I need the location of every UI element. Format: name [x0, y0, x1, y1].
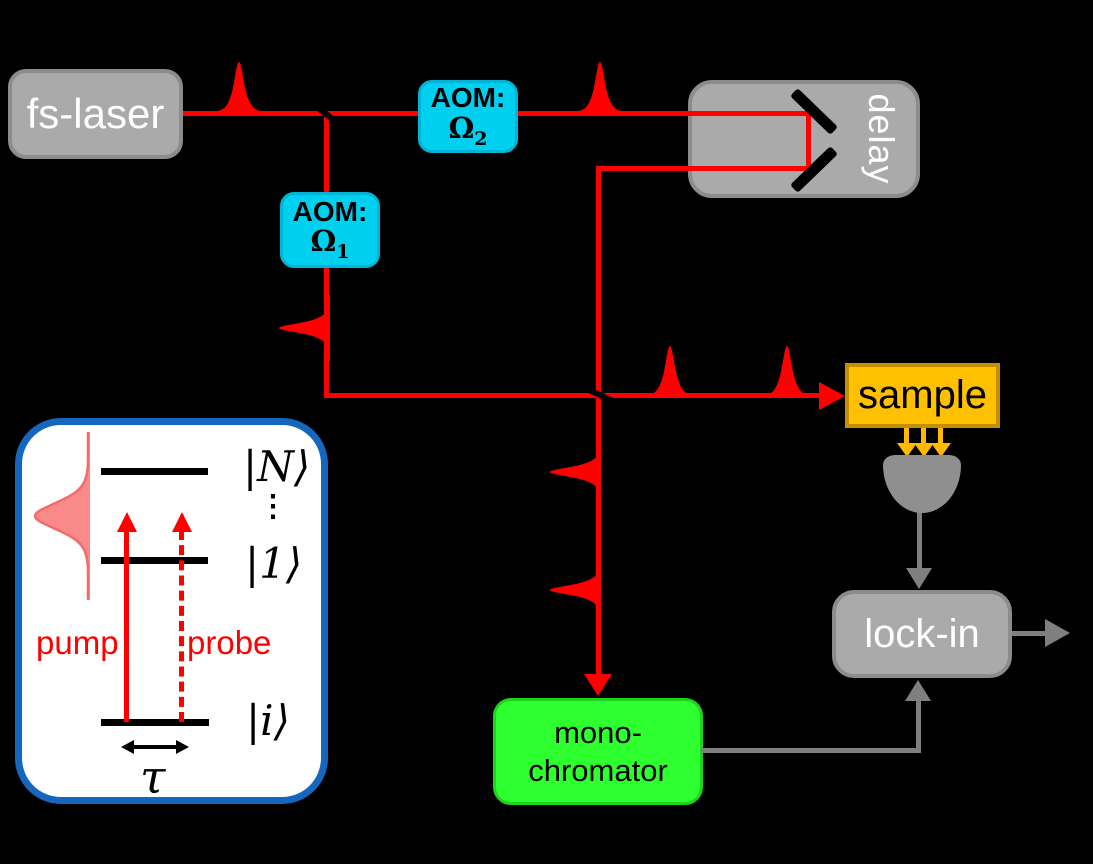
pump-arrowhead [117, 512, 137, 532]
lockin-output-line [1012, 631, 1046, 636]
ket-label-N: |N⟩ [243, 442, 311, 491]
laser-spectrum-curve [33, 432, 90, 600]
sample-box: sample [845, 363, 1000, 428]
aom1-frequency: Ω1 [310, 224, 350, 264]
arrowhead-to-lockin-bottom [905, 680, 931, 701]
lockin-label: lock-in [864, 611, 980, 656]
detector-icon [883, 455, 961, 513]
delay-label: delay [861, 93, 902, 185]
arrowhead-to-monochromator [584, 674, 612, 696]
aom2-box: AOM: Ω2 [418, 80, 518, 153]
pulse-icon [567, 62, 633, 113]
aom1-box: AOM: Ω1 [280, 192, 380, 268]
energy-level-top [101, 468, 208, 475]
pump-label: pump [36, 624, 119, 661]
energy-level-mid [101, 557, 208, 564]
pump-arrow [124, 530, 129, 722]
monochromator-label-line1: mono- [554, 715, 642, 751]
aom1-title: AOM: [292, 195, 368, 227]
arrowhead-to-lockin-top [906, 568, 932, 589]
probe-arrowhead [172, 512, 192, 532]
beam-line-probe-vertical [596, 166, 601, 676]
ket-label-1: |1⟩ [245, 539, 303, 588]
detector-signal-line [917, 508, 922, 570]
aom2-frequency: Ω2 [448, 110, 488, 150]
fs-laser-box: fs-laser [8, 69, 183, 159]
probe-arrow [179, 530, 184, 722]
beam-line-delay-return [596, 166, 811, 171]
monochromator-box: mono- chromator [493, 698, 703, 805]
pulse-icon [637, 346, 703, 397]
beam-line-delay-vertical [806, 113, 811, 171]
pulse-icon [206, 62, 272, 113]
pulse-icon-left [550, 557, 601, 623]
energy-level-bottom [101, 719, 209, 726]
lockin-box: lock-in [832, 590, 1012, 678]
monochromator-label-line2: chromator [528, 752, 668, 788]
monochromator-signal-riser [916, 700, 921, 750]
fs-laser-label: fs-laser [26, 90, 165, 137]
lockin-output-arrowhead [1045, 619, 1070, 647]
sample-label: sample [858, 373, 987, 417]
pulse-icon-left [550, 439, 601, 505]
pulse-icon-left [279, 295, 330, 361]
arrowhead-to-sample [819, 382, 845, 410]
pulse-icon [754, 346, 820, 397]
tau-label: τ [140, 750, 166, 804]
dots-label: ⋮ [258, 489, 288, 524]
ket-label-i: |i⟩ [246, 696, 290, 745]
inset-panel: |N⟩ ⋮ |1⟩ |i⟩ pump probe τ [15, 418, 328, 804]
probe-label: probe [187, 624, 272, 661]
monochromator-signal-line [701, 748, 921, 753]
aom2-title: AOM: [430, 82, 506, 114]
beam-line-pump-horizontal [324, 393, 822, 398]
